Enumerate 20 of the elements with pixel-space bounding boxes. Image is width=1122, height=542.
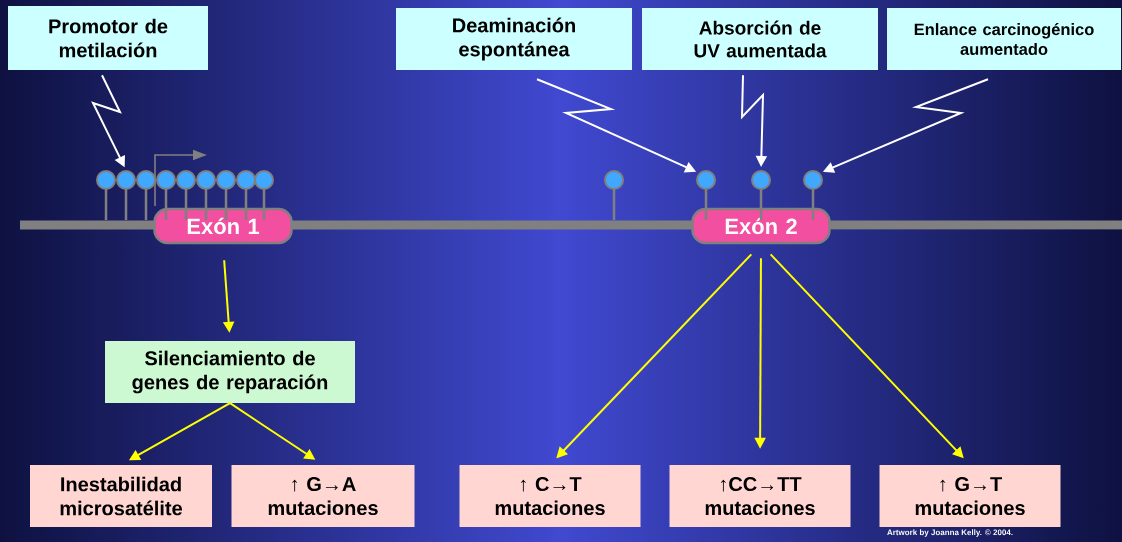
lollipop-marker — [254, 170, 274, 220]
lollipop-marker — [803, 170, 823, 220]
process-box: Enlance carcinogénico aumentado — [887, 8, 1121, 70]
process-box: Promotor de metilación — [8, 6, 208, 70]
lollipop-marker — [116, 170, 136, 220]
outcome-box: ↑ G→T mutaciones — [879, 465, 1061, 527]
outcome-box: ↑CC→TT mutaciones — [669, 465, 851, 527]
outcome-box: ↑ C→T mutaciones — [459, 465, 641, 527]
lollipop-marker — [156, 170, 176, 220]
process-box: Deaminación espontánea — [396, 8, 632, 70]
outcome-box: ↑ G→A mutaciones — [231, 465, 415, 527]
outcome-box: Inestabilidad microsatélite — [30, 465, 212, 527]
process-box: Absorción de UV aumentada — [642, 8, 878, 70]
lollipop-marker — [696, 170, 716, 220]
lollipop-marker — [136, 170, 156, 220]
exon-box: Exón 2 — [691, 207, 831, 245]
lollipop-marker — [96, 170, 116, 220]
lollipop-marker — [604, 170, 624, 220]
exon-box: Exón 1 — [153, 207, 293, 245]
process-box: Silenciamiento de genes de reparación — [105, 341, 355, 403]
